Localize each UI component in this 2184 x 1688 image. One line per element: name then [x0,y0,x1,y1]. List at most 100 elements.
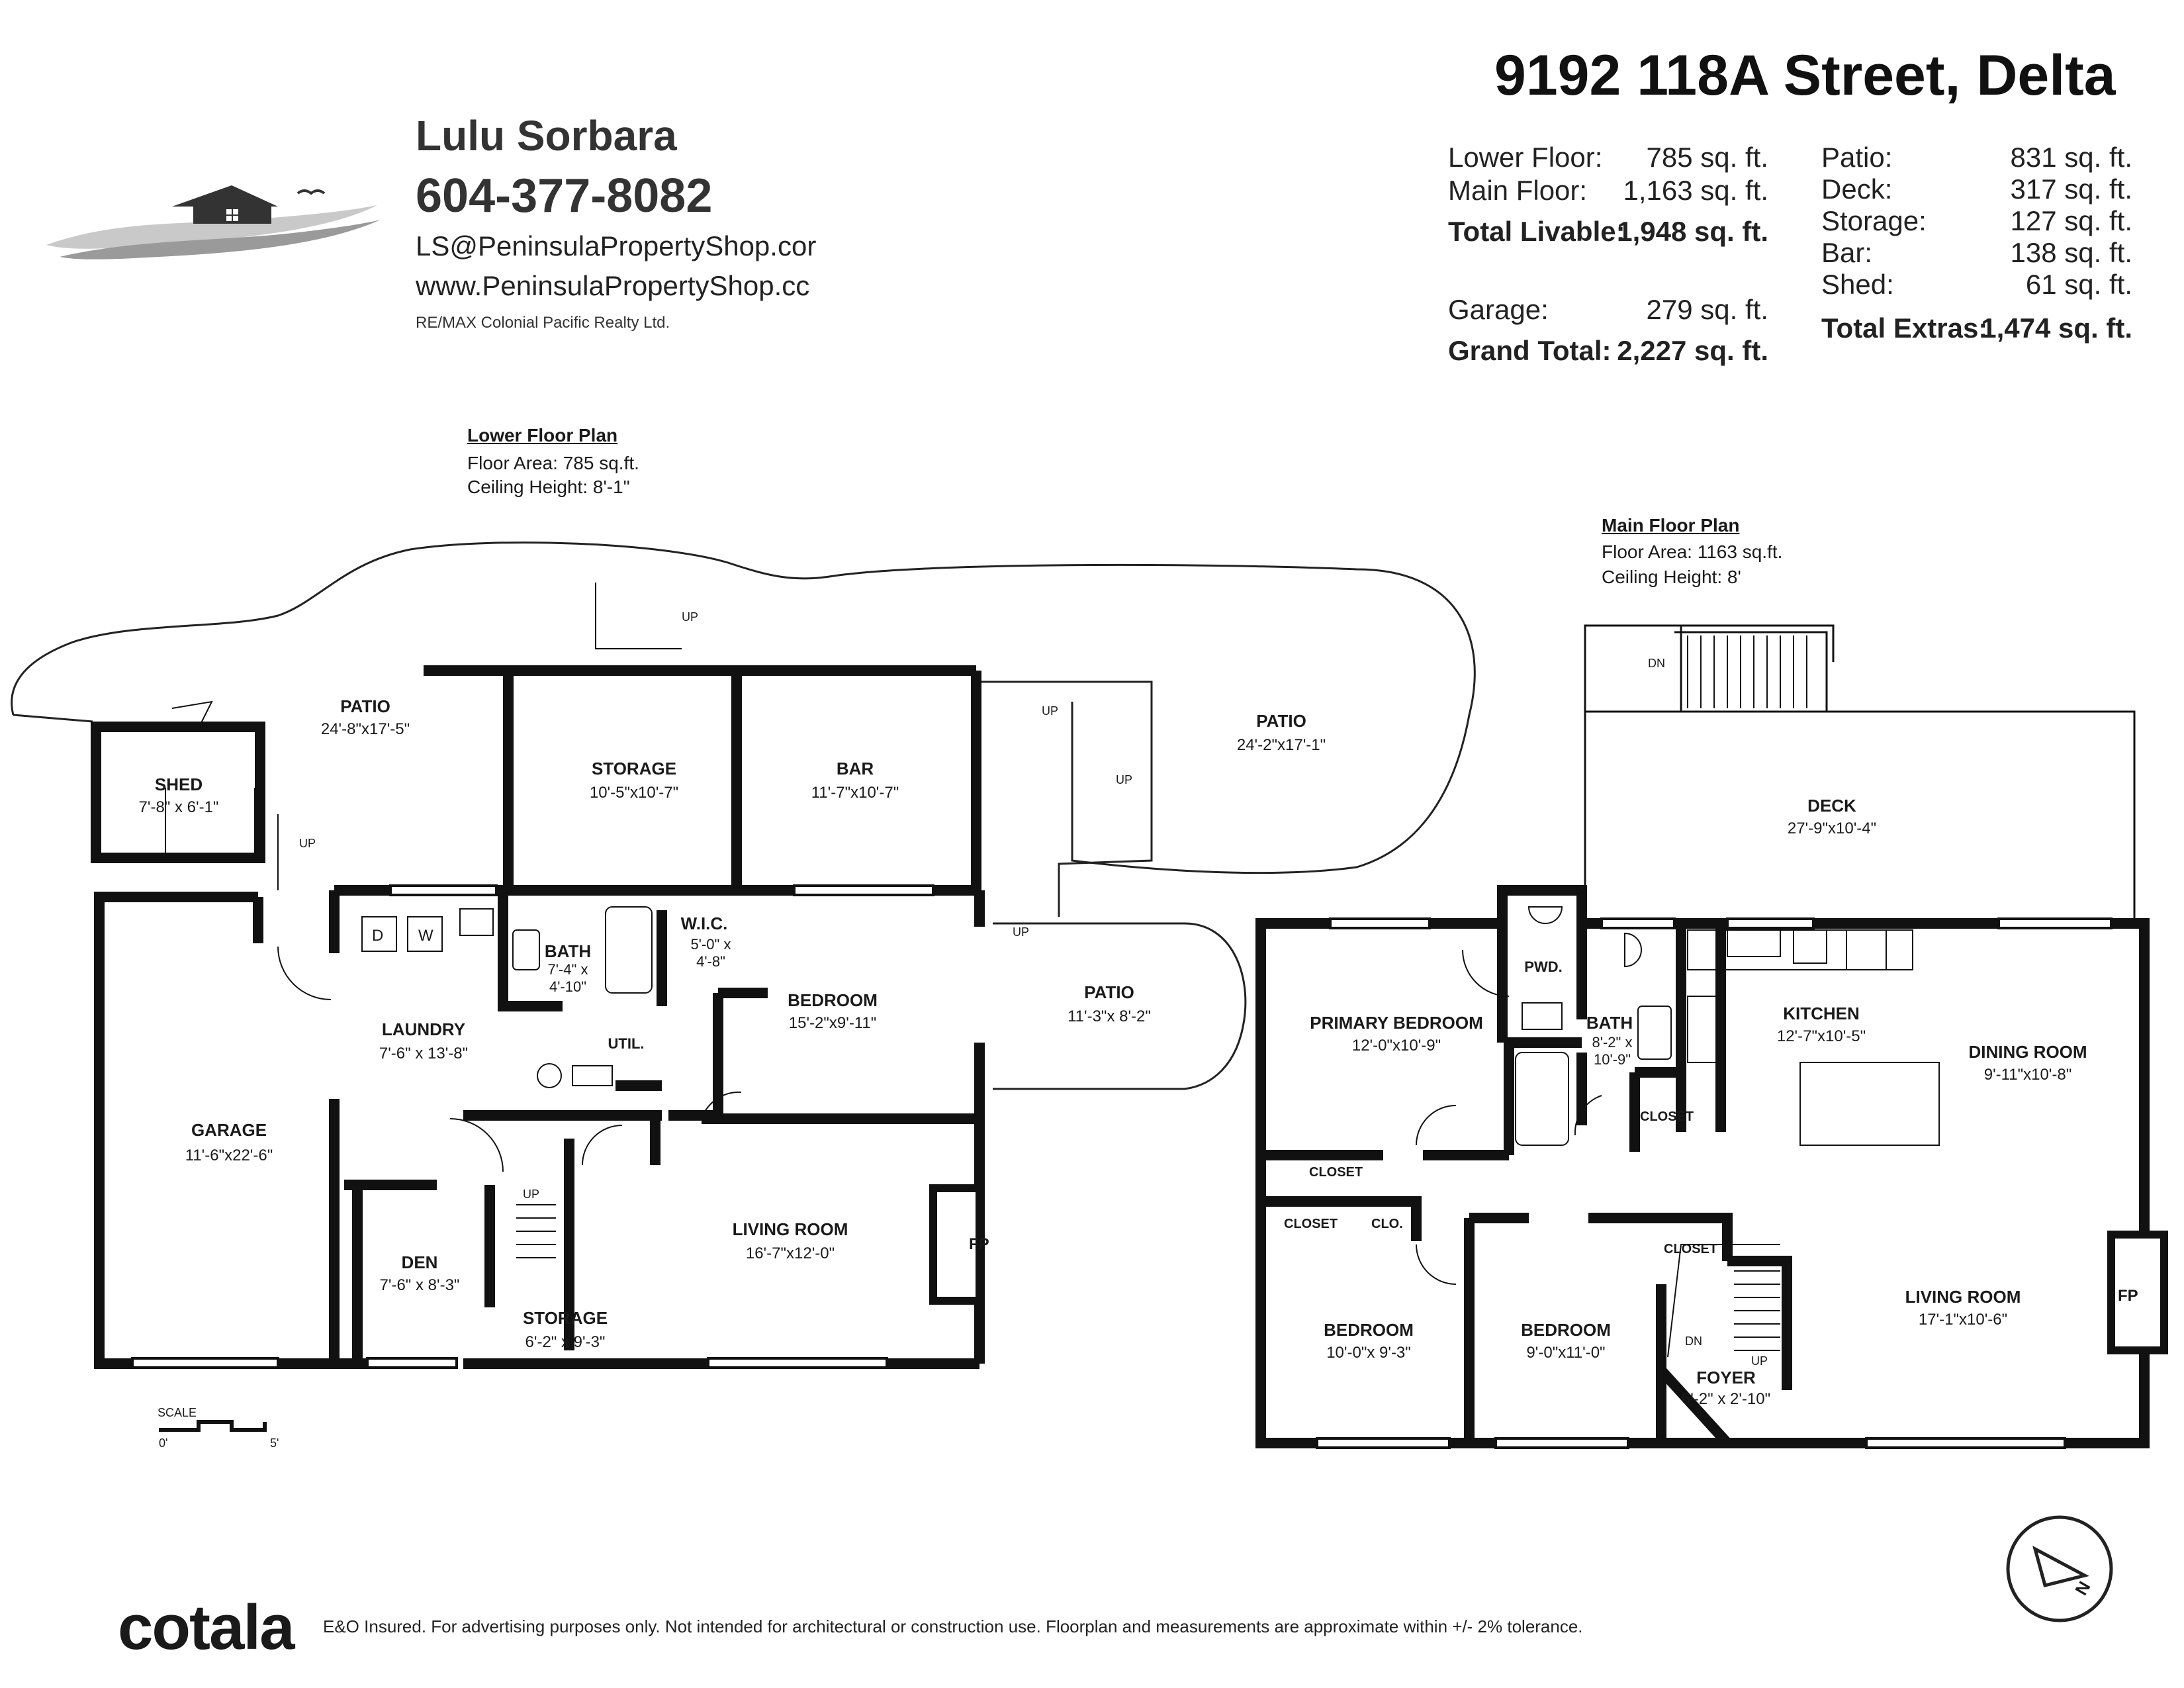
room-dim: 6'-2" x 9'-3" [525,1333,606,1351]
closet-label: CLOSET [1664,1242,1718,1256]
area-value: 127 sq. ft. [2010,205,2132,236]
area-value: 138 sq. ft. [2010,237,2132,268]
scale-start: 0' [159,1436,168,1450]
fireplace-main [2107,1231,2168,1354]
area-value: 279 sq. ft. [1646,294,1768,325]
foyer-stairs [516,1204,1780,1351]
washer-label: W [418,927,433,945]
area-label: Bar: [1821,237,1873,268]
room-living-main: LIVING ROOM [1905,1287,2021,1307]
area-value: 1,163 sq. ft. [1623,175,1768,206]
lower-floor-fixtures [165,583,682,1088]
area-label: Grand Total: [1448,335,1612,366]
patio-outlines [11,541,1476,1090]
room-powder: PWD. [1524,959,1563,975]
area-label: Shed: [1821,269,1894,300]
lower-floor-doors [171,700,742,1172]
agent-email[interactable]: LS@PeninsulaPropertyShop.cor [416,230,817,261]
room-dim: 24'-2"x17'-1" [1236,736,1326,754]
room-dim: 15'-2"x9'-11" [788,1014,877,1032]
room-bath-lower: BATH [544,941,592,961]
stair-up-label: UP [1013,925,1030,939]
area-label: Total Livable: [1448,216,1625,247]
area-label: Garage: [1448,294,1549,325]
room-dim: 7'-8" x 6'-1" [138,798,219,816]
room-primary-bedroom: PRIMARY BEDROOM [1310,1013,1483,1033]
room-dim: 8'-2" x 10'-9" [1592,1034,1633,1068]
area-label: Patio: [1821,142,1893,173]
stair-down-label: DN [1685,1335,1702,1348]
deck-outline [1584,624,2136,920]
room-dining: DINING ROOM [1968,1042,2087,1062]
agent-brokerage: RE/MAX Colonial Pacific Realty Ltd. [416,314,670,332]
room-utility: UTIL. [608,1035,645,1052]
area-value: 2,227 sq. ft. [1617,335,1768,366]
lower-floor-windows [131,884,934,1369]
room-deck: DECK [1807,796,1856,816]
fireplace-label: FP [969,1235,989,1253]
room-dim: 24'-8"x17'-5" [320,720,410,738]
scale-label: SCALE [158,1406,197,1419]
stair-down-label: DN [1648,657,1665,670]
room-dim: 10'-0"x 9'-3" [1326,1344,1411,1362]
area-value: 831 sq. ft. [2010,142,2132,173]
main-plan-area: Floor Area: 1163 sq.ft. [1602,541,1783,562]
area-value: 1,948 sq. ft. [1617,216,1768,247]
area-label: Storage: [1821,205,1927,236]
room-bedroom-main-2: BEDROOM [1521,1320,1611,1340]
room-dim: 12'-7"x10'-5" [1776,1027,1866,1045]
house-wave-logo [46,185,381,259]
agent-phone[interactable]: 604-377-8082 [416,169,713,222]
room-storage: STORAGE [591,759,677,778]
area-value: 317 sq. ft. [2010,173,2132,205]
room-dim: 6'-2" x 2'-10" [1681,1390,1771,1408]
area-label: Total Extras: [1821,312,1988,344]
room-patio-upper-left: PATIO [340,696,390,716]
room-shed: SHED [154,774,203,794]
scale-bar [159,1420,267,1432]
room-dim: 16'-7"x12'-0" [745,1244,835,1262]
room-storage-small: STORAGE [522,1308,608,1328]
cotala-logo: cotala [118,1592,295,1663]
main-plan-title: Main Floor Plan [1602,515,1740,536]
room-den: DEN [401,1252,438,1272]
lower-plan-ceiling: Ceiling Height: 8'-1" [467,477,630,497]
stair-up-label: UP [682,610,699,624]
room-bath-main: BATH [1586,1013,1633,1033]
room-dim: 10'-5"x10'-7" [589,784,679,802]
room-garage: GARAGE [191,1120,267,1140]
stair-up-label: UP [523,1188,540,1201]
room-patio-lower-right: PATIO [1084,982,1134,1002]
room-dim: 11'-7"x10'-7" [811,784,899,802]
room-dim: 27'-9"x10'-4" [1787,820,1877,837]
area-value: 1,474 sq. ft. [1981,312,2132,344]
stair-up-label: UP [1042,704,1059,718]
area-value: 61 sq. ft. [2025,269,2132,300]
closet-label: CLO. [1371,1217,1403,1231]
lower-plan-title: Lower Floor Plan [467,425,618,445]
area-value: 785 sq. ft. [1646,142,1768,173]
stair-up-label: UP [1751,1354,1768,1368]
room-dim: 11'-3"x 8'-2" [1068,1008,1151,1025]
fireplace-label: FP [2118,1287,2138,1305]
room-laundry: LAUNDRY [381,1019,466,1039]
room-dim: 7'-4" x 4'-10" [547,961,588,995]
main-floor-fixtures [1515,906,1940,1358]
room-dim: 9'-11"x10'-8" [1983,1066,2072,1084]
room-patio-upper-right: PATIO [1256,711,1306,731]
area-label: Lower Floor: [1448,142,1603,173]
area-label: Main Floor: [1448,175,1588,206]
room-bar: BAR [836,759,874,778]
main-plan-ceiling: Ceiling Height: 8' [1602,567,1741,587]
room-foyer: FOYER [1696,1368,1756,1387]
agent-website[interactable]: www.PeninsulaPropertyShop.cc [416,270,810,301]
fireplace-lower [929,1184,983,1305]
lower-plan-area: Floor Area: 785 sq.ft. [467,453,639,473]
room-dim: 11'-6"x22'-6" [185,1147,273,1164]
room-bedroom-main-1: BEDROOM [1324,1320,1414,1340]
room-dim: 7'-6" x 13'-8" [379,1045,469,1062]
room-dim: 9'-0"x11'-0" [1526,1344,1606,1362]
room-kitchen: KITCHEN [1783,1004,1860,1023]
area-label: Deck: [1821,173,1893,205]
